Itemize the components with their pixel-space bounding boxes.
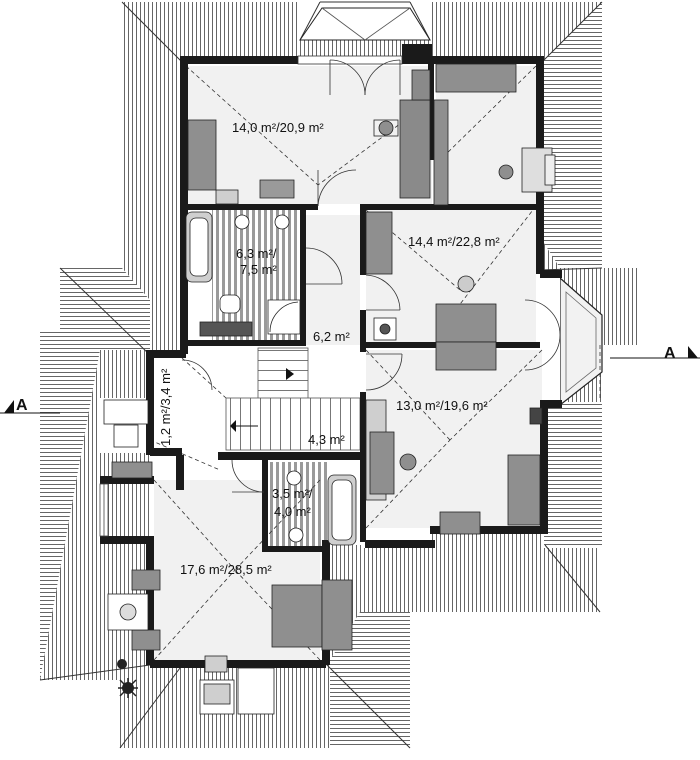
sofa [435,303,497,343]
sink-lower [288,527,304,543]
plant-right [529,407,543,425]
armchair-1 [131,569,161,591]
section-marker-right: A [664,345,676,362]
cabinet-mid-right [365,211,393,275]
stair-arrow-down [286,368,294,380]
washing-machine [113,424,139,448]
shelf-top-center [411,69,431,101]
wardrobe-top-left [187,119,217,191]
sink-2 [274,214,290,230]
toilet-lower [286,470,302,486]
furniture [103,63,556,715]
office-chair-1 [378,120,394,136]
wardrobe-bottom [321,579,353,651]
cabinet-upper-bath [199,321,253,337]
left-window [99,483,109,537]
office-chair-3 [399,453,417,471]
balcony-table [237,667,275,715]
cabinet-left [111,461,153,479]
desk-lower-right [369,431,395,495]
bathroom-upper: 6,3 m²/ 7,5 m² [236,246,280,277]
floor-lamp [457,275,475,293]
sink-cabinet [215,189,239,205]
hall-upper: 6,2 m² [313,329,351,344]
toilet-upper [219,294,241,314]
wardrobe-lower-right [507,454,541,526]
shower-upper [267,299,301,335]
chair-top [259,179,295,199]
desk-top-right [435,63,517,93]
bay-window-right [559,276,603,407]
office-chair-2 [498,164,514,180]
stair-arrow-left [230,420,236,432]
dormer-top [299,7,431,41]
monitor [544,154,556,186]
section-marker-left-graphic [0,400,60,414]
bathroom-lower: 3,5 m²/ 4,0 m² [272,486,316,519]
bed-lower-right [439,511,481,535]
armchair-2 [131,629,161,651]
wardrobe-top-right [433,99,449,206]
room-top-center: 14,0 m²/20,9 m² [232,120,324,135]
slope-lines [149,65,601,661]
balcony-chair [204,655,228,673]
room-bottom-left: 17,6 m²/28,5 m² [180,562,272,577]
desk-top-center [399,99,431,199]
top-door [297,55,403,96]
plant-bottom-left [117,659,138,698]
room-middle-right: 13,0 m²/19,6 m² [396,398,488,413]
staircase-lower [225,397,361,451]
section-marker-right-graphic [610,346,700,359]
room-top-right: 14,4 m²/22,8 m² [408,234,500,249]
door-swings [181,169,561,493]
staircase-upper [257,347,309,401]
sink-1 [234,214,250,230]
room-floors [154,66,542,660]
section-marker-left: A [16,397,28,414]
bed-bottom-left [271,584,323,648]
room-small-left: 1,2 m²/3,4 m² [158,368,173,446]
sofa-back [435,341,497,371]
stair-landing: 4,3 m² [308,432,346,447]
